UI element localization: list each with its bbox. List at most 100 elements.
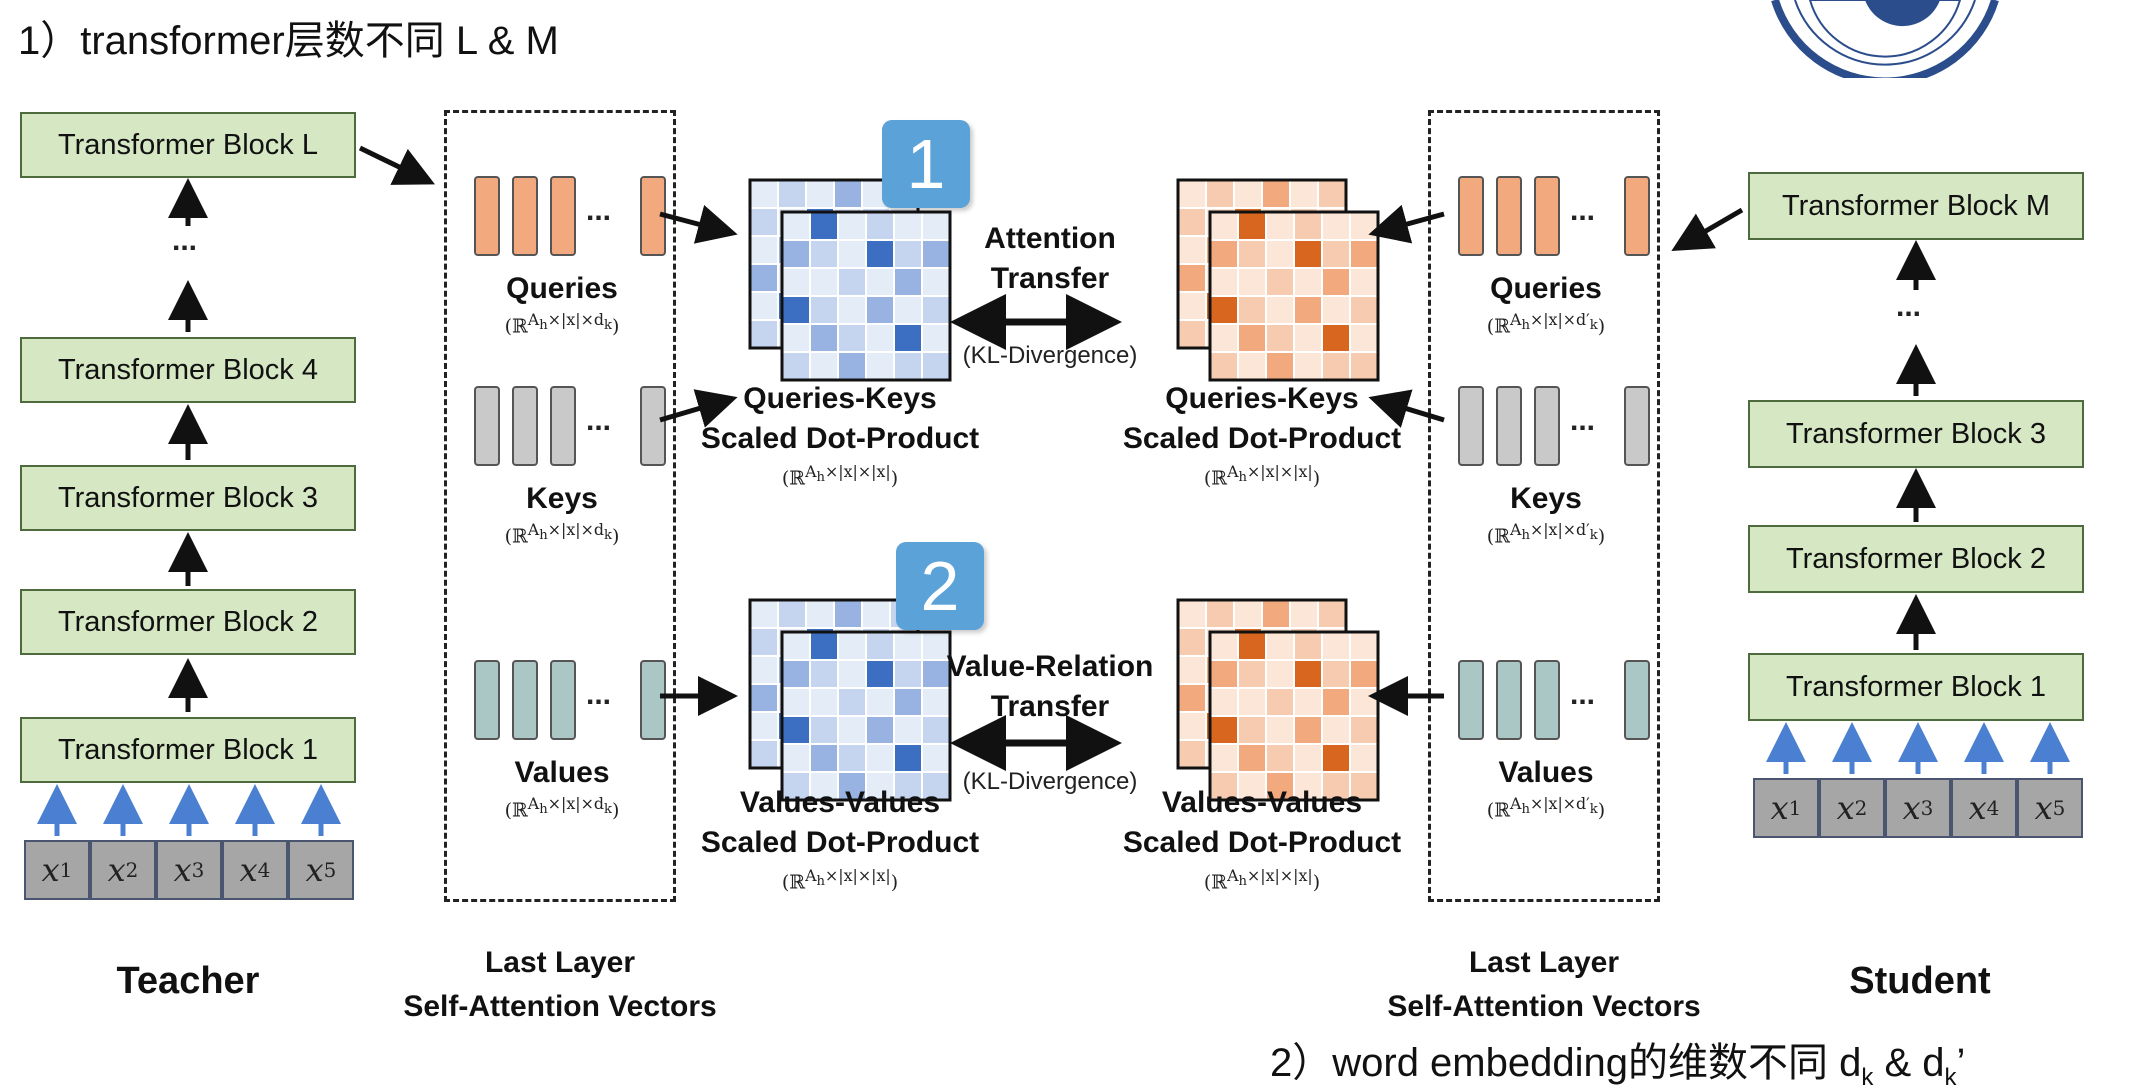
matrix-cell [837, 743, 867, 773]
vv-title-1-right: Values-Values [1161, 786, 1363, 819]
matrix-cell [1265, 295, 1295, 325]
matrix-cell [893, 239, 923, 269]
teacher-queries-dim: (ℝAh×|x|×dk) [504, 310, 620, 338]
teacher-block-4: Transformer Block 4 [20, 337, 356, 403]
matrix-border [1208, 630, 1380, 802]
matrix-cell [921, 743, 951, 773]
badge-2: 2 [896, 542, 984, 630]
vector-bar [474, 176, 500, 256]
matrix-cell [1293, 351, 1323, 381]
vector-ellipsis: ... [1570, 194, 1596, 227]
student-ellipsis: ... [1896, 290, 1922, 323]
teacher-block-l: Transformer Block L [20, 112, 356, 178]
teacher-label: Teacher [116, 960, 260, 1002]
vector-bar [640, 386, 666, 466]
teacher-attention-panel [444, 110, 676, 902]
vv-title-2: Scaled Dot-Product [700, 826, 980, 859]
teacher-queries-label: Queries [506, 272, 618, 305]
matrix-cell [1293, 267, 1323, 297]
matrix-cell [809, 239, 839, 269]
vector-bar [1496, 176, 1522, 256]
vector-bar [474, 660, 500, 740]
qk-title-2: Scaled Dot-Product [700, 422, 980, 455]
bottom-note: 2）word embedding的维数不同 dk & dk’ [1270, 1041, 1966, 1091]
vector-bar [1458, 386, 1484, 466]
right-keys-label: Keys [1510, 482, 1582, 515]
right-keys-arrow [1368, 389, 1445, 428]
vector-ellipsis: ... [586, 404, 612, 437]
attention-transfer-2: Transfer [990, 262, 1110, 295]
right-values-dim: (ℝAh×|x|×d′k) [1486, 794, 1606, 822]
matrix-cell [1321, 239, 1351, 269]
teacher-keys-label: Keys [526, 482, 598, 515]
teacher-vv-matrix [748, 598, 952, 802]
vector-bar [1458, 660, 1484, 740]
vector-bar [512, 176, 538, 256]
matrix-cell [1265, 267, 1295, 297]
qk-title-1: Queries-Keys [743, 382, 937, 415]
teacher-values-label: Values [514, 756, 610, 789]
top-note: 1）transformer层数不同 L & M [18, 19, 559, 63]
matrix-cell [893, 631, 923, 661]
vector-bar [1534, 386, 1560, 466]
teacher-block-3: Transformer Block 3 [20, 465, 356, 531]
teacher-ellipsis: ... [172, 224, 198, 257]
qk-title-2-right: Scaled Dot-Product [1122, 422, 1402, 455]
student-qk-matrix [1176, 178, 1380, 382]
vector-bar [1534, 660, 1560, 740]
vv-dim: (ℝAh×|x|×|x|) [781, 866, 899, 894]
teacher-l-to-panel-arrow [358, 145, 435, 185]
matrix-cell [1321, 743, 1351, 773]
vector-bar [512, 660, 538, 740]
right-values-label: Values [1498, 756, 1594, 789]
vector-bar [550, 176, 576, 256]
right-queries-dim: (ℝAh×|x|×d′k) [1486, 310, 1606, 338]
vector-bar [474, 386, 500, 466]
vector-bar [1534, 176, 1560, 256]
vector-bar [1496, 660, 1522, 740]
teacher-block-2: Transformer Block 2 [20, 589, 356, 655]
vv-title-1: Values-Values [739, 786, 941, 819]
vector-bar [550, 386, 576, 466]
value-relation-transfer-1: Value-Relation [946, 650, 1154, 683]
matrix-cell [1321, 715, 1351, 745]
student-vv-matrix [1176, 598, 1380, 802]
vector-bar [512, 386, 538, 466]
matrix-cell [893, 267, 923, 297]
matrix-cell [1177, 627, 1207, 657]
vector-ellipsis: ... [586, 678, 612, 711]
teacher-block-1: Transformer Block 1 [20, 717, 356, 783]
matrix-cell [921, 351, 951, 381]
matrix-cell [1265, 659, 1295, 689]
qk-dim: (ℝAh×|x|×|x|) [781, 462, 899, 490]
attention-transfer-1: Attention [984, 222, 1116, 255]
vector-bar [1624, 660, 1650, 740]
left-keys-arrow [659, 389, 738, 428]
right-queries-arrow [1368, 204, 1445, 244]
matrix-cell [1237, 323, 1267, 353]
matrix-cell [1237, 239, 1267, 269]
university-logo [1771, 0, 1999, 78]
matrix-cell [1321, 351, 1351, 381]
matrix-cell [921, 267, 951, 297]
matrix-cell [777, 599, 807, 629]
matrix-cell [809, 351, 839, 381]
student-panel-title-2: Self-Attention Vectors [1387, 990, 1701, 1023]
vv-dim-right: (ℝAh×|x|×|x|) [1203, 866, 1321, 894]
student-block-1: Transformer Block 1 [1748, 653, 2084, 721]
vector-bar [1624, 176, 1650, 256]
matrix-cell [809, 267, 839, 297]
student-panel-title-1: Last Layer [1468, 946, 1620, 979]
teacher-panel-title-1: Last Layer [484, 946, 636, 979]
vector-bar [550, 660, 576, 740]
vector-bar [1624, 386, 1650, 466]
qk-title-1-right: Queries-Keys [1165, 382, 1359, 415]
